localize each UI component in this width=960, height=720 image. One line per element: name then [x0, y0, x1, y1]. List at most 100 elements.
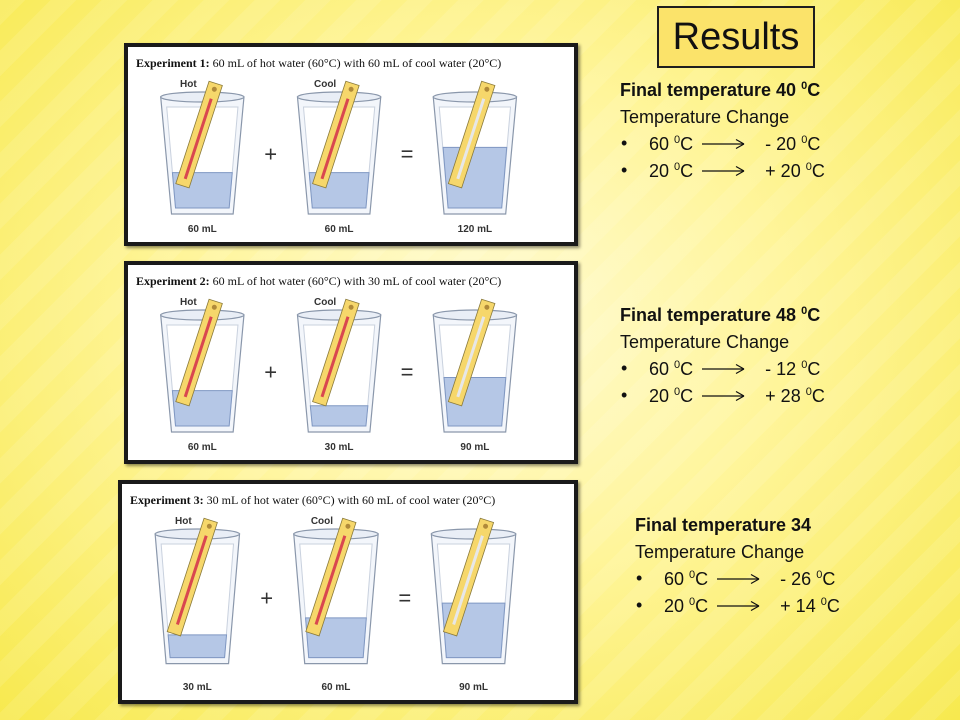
- final-temperature: Final temperature 34: [635, 512, 840, 539]
- temperature-value: 60 0C: [664, 569, 708, 589]
- cup-rim: [296, 91, 382, 103]
- experiment-caption-bold: Experiment 3:: [130, 493, 204, 507]
- experiment-3-panel: Experiment 3: 30 mL of hot water (60°C) …: [118, 480, 578, 704]
- temperature-number: 20: [649, 386, 670, 406]
- equals-sign: =: [401, 141, 414, 166]
- degree-mark: 0: [674, 359, 681, 371]
- right-arrow-icon: [715, 572, 773, 586]
- temperature-unit: C: [822, 569, 836, 589]
- thermometer: [175, 80, 223, 189]
- temperature-value: - 20 0C: [765, 134, 820, 154]
- temperature-unit: C: [680, 161, 694, 181]
- temperature-number: - 20: [765, 134, 797, 154]
- beaker-3: [430, 517, 517, 665]
- volume-label: 90 mL: [460, 442, 489, 453]
- temperature-value: 60 0C: [649, 359, 693, 379]
- temperature-number: 60: [649, 359, 670, 379]
- right-arrow-icon: [700, 164, 758, 178]
- degree-mark: 0: [689, 596, 696, 608]
- experiment-caption-bold: Experiment 1:: [136, 56, 210, 70]
- experiment-1-panel: Experiment 1: 60 mL of hot water (60°C) …: [124, 43, 578, 246]
- final-temperature-label: Final temperature 40: [620, 80, 797, 100]
- temperature-value: 20 0C: [664, 596, 708, 616]
- thermometer-bulb: [206, 523, 212, 529]
- temperature-value: + 28 0C: [765, 386, 825, 406]
- beaker-3: [432, 80, 518, 215]
- cup-rim: [432, 91, 518, 103]
- cup-rim: [293, 528, 379, 540]
- final-temperature: Final temperature 48 0C: [620, 302, 825, 329]
- final-temperature-label: Final temperature 34: [635, 515, 812, 535]
- cup-rim: [160, 91, 245, 103]
- thermometer-bulb: [345, 523, 351, 529]
- equals-sign: =: [401, 359, 414, 384]
- experiment-figure: Experiment 2: 60 mL of hot water (60°C) …: [136, 274, 518, 453]
- beaker-2: [296, 80, 382, 215]
- cup-rim: [432, 309, 518, 321]
- thermometer: [305, 517, 357, 637]
- beaker-2: [293, 517, 379, 665]
- temperature-unit: C: [695, 569, 709, 589]
- thermometer-column: [175, 535, 208, 625]
- temperature-number: + 28: [765, 386, 801, 406]
- degree-mark: 0: [805, 161, 812, 173]
- degree-mark: 0: [801, 305, 808, 317]
- experiment-caption: Experiment 1: 60 mL of hot water (60°C) …: [136, 56, 501, 70]
- experiment-2-panel: Experiment 2: 60 mL of hot water (60°C) …: [124, 261, 578, 464]
- temperature-unit: C: [680, 386, 694, 406]
- experiment-caption-text: 60 mL of hot water (60°C) with 30 mL of …: [210, 274, 502, 288]
- thermometer-bulb: [484, 86, 490, 92]
- plus-sign: +: [264, 141, 277, 166]
- experiment-caption: Experiment 2: 60 mL of hot water (60°C) …: [136, 274, 501, 288]
- degree-mark: 0: [674, 161, 681, 173]
- temperature-unit: C: [680, 359, 694, 379]
- experiment-caption-text: 60 mL of hot water (60°C) with 60 mL of …: [210, 56, 502, 70]
- thermometer-bulb: [483, 523, 489, 529]
- beaker-1: [160, 80, 245, 215]
- thermometer-column: [320, 316, 350, 398]
- temperature-unit: C: [807, 359, 821, 379]
- temperature-number: - 12: [765, 359, 797, 379]
- experiment-caption: Experiment 3: 30 mL of hot water (60°C) …: [130, 493, 495, 507]
- temperature-value: + 14 0C: [780, 596, 840, 616]
- beaker-2: [296, 298, 382, 433]
- cup-label: Hot: [175, 516, 192, 527]
- degree-mark: 0: [674, 386, 681, 398]
- temperature-number: + 14: [780, 596, 816, 616]
- temperature-number: 20: [649, 161, 670, 181]
- temperature-change-item: 20 0C+ 20 0C: [620, 157, 825, 185]
- cup-label: Cool: [314, 79, 336, 90]
- experiment-figure: Experiment 3: 30 mL of hot water (60°C) …: [130, 493, 517, 693]
- temperature-unit: C: [807, 134, 821, 154]
- thermometer-bulb: [484, 304, 490, 310]
- temperature-change-list: 60 0C- 12 0C20 0C+ 28 0C: [620, 355, 825, 410]
- temperature-unit: C: [826, 596, 840, 616]
- thermometer-bulb: [348, 304, 354, 310]
- plus-sign: +: [260, 585, 273, 610]
- volume-label: 60 mL: [325, 224, 354, 235]
- thermometer: [447, 298, 496, 407]
- plus-sign: +: [264, 359, 277, 384]
- temperature-change-item: 60 0C - 20 0C: [620, 130, 825, 158]
- thermometer: [166, 517, 218, 637]
- degree-mark: 0: [689, 569, 696, 581]
- volume-label: 30 mL: [325, 442, 354, 453]
- right-arrow-icon: [700, 389, 758, 403]
- thermometer: [442, 517, 495, 637]
- thermometer-column: [456, 98, 486, 180]
- temperature-value: 60 0C: [649, 134, 693, 154]
- temperature-change-heading: Temperature Change: [620, 332, 790, 352]
- degree-mark: 0: [816, 569, 823, 581]
- thermometer-bulb: [348, 86, 354, 92]
- temperature-unit: C: [680, 134, 694, 154]
- temperature-number: 60: [649, 134, 670, 154]
- cup-label: Cool: [314, 297, 336, 308]
- temperature-change-item: 60 0C- 12 0C: [620, 355, 825, 383]
- volume-label: 60 mL: [188, 442, 217, 453]
- experiment-2-results: Final temperature 48 0C Temperature Chang…: [620, 302, 825, 410]
- degree-mark: 0: [801, 359, 808, 371]
- temperature-change-list: 60 0C- 20 0C20 0C+ 20 0C: [620, 130, 825, 185]
- volume-label: 60 mL: [188, 224, 217, 235]
